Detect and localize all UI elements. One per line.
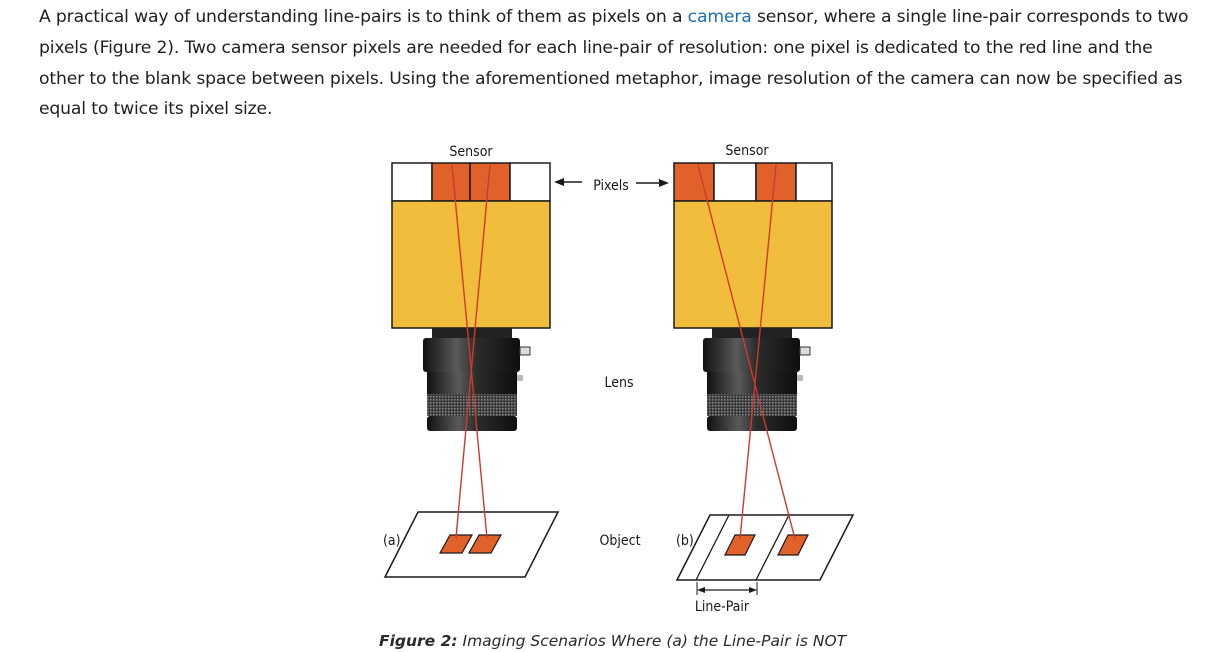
pixel-a-1 <box>391 162 433 202</box>
label-object: Object <box>599 533 640 549</box>
label-sensor-right: Sensor <box>725 143 769 159</box>
pixel-b-2 <box>713 162 757 202</box>
line-pair-diagram: Sensor Sensor Pixels Lens Object (a) (b)… <box>383 143 855 615</box>
camera-b <box>673 162 855 595</box>
label-line-pair: Line-Pair <box>695 599 750 615</box>
lens-mount-a <box>432 328 512 338</box>
lens-ring-upper-a <box>423 338 520 372</box>
lens-screw-b <box>799 346 811 356</box>
figure-2-diagram: Sensor Sensor Pixels Lens Object (a) (b)… <box>370 135 870 652</box>
lens-mount-b <box>712 328 792 338</box>
dimension-arrow-right <box>749 587 757 593</box>
label-pixels: Pixels <box>593 178 629 194</box>
camera-a <box>383 162 560 578</box>
ray-a-2 <box>455 164 491 539</box>
ray-b-1 <box>697 164 796 540</box>
label-b: (b) <box>676 533 694 549</box>
caption-text: Imaging Scenarios Where (a) the Line-Pai… <box>457 632 847 650</box>
pixel-b-1 <box>673 162 715 202</box>
lens-ring-upper-b <box>703 338 800 372</box>
sensor-pixels-b <box>673 162 833 202</box>
object-line-a-1 <box>438 534 474 554</box>
pixels-arrow-right-head <box>659 179 669 187</box>
pixels-arrows <box>554 178 669 187</box>
pixels-arrow-left-head <box>554 178 564 186</box>
pixel-a-2 <box>431 162 471 202</box>
camera-link[interactable]: camera <box>687 7 752 27</box>
label-lens: Lens <box>604 375 633 391</box>
lens-a <box>423 328 531 431</box>
object-plane-divider-b-2 <box>755 514 790 581</box>
object-plane-divider-b-1 <box>695 514 730 581</box>
caption-prefix: Figure 2: <box>379 632 458 650</box>
object-plane-a <box>383 511 560 578</box>
lens-screw-a <box>519 346 531 356</box>
lens-pin-a <box>517 375 523 381</box>
ray-b-2 <box>739 164 777 540</box>
object-line-b-2 <box>777 534 809 556</box>
lens-pin-b <box>797 375 803 381</box>
sensor-body-a <box>391 200 551 329</box>
pixel-a-4 <box>509 162 551 202</box>
lens-b <box>703 328 811 431</box>
dimension-arrow-left <box>697 587 705 593</box>
object-line-b-1 <box>724 534 756 556</box>
object-plane-b <box>675 514 855 581</box>
object-line-a-2 <box>467 534 503 554</box>
line-pair-dimension <box>696 582 758 595</box>
paragraph-text-rest: sensor, where a single line-pair corresp… <box>39 7 1189 120</box>
body-paragraph: A practical way of understanding line-pa… <box>39 2 1199 125</box>
ray-a-1 <box>451 164 488 539</box>
label-sensor-left: Sensor <box>449 144 493 160</box>
lens-front-a <box>427 416 517 431</box>
sensor-body-b <box>673 200 833 329</box>
paragraph-text-start: A practical way of understanding line-pa… <box>39 7 688 27</box>
label-a: (a) <box>383 533 401 549</box>
lens-knurl-a <box>427 394 517 416</box>
figure-caption: Figure 2: Imaging Scenarios Where (a) th… <box>379 632 846 650</box>
lens-ring-mid-b <box>707 372 797 394</box>
lens-front-b <box>707 416 797 431</box>
pixel-b-4 <box>795 162 833 202</box>
lens-knurl-b <box>707 394 797 416</box>
sensor-pixels-a <box>391 162 551 202</box>
